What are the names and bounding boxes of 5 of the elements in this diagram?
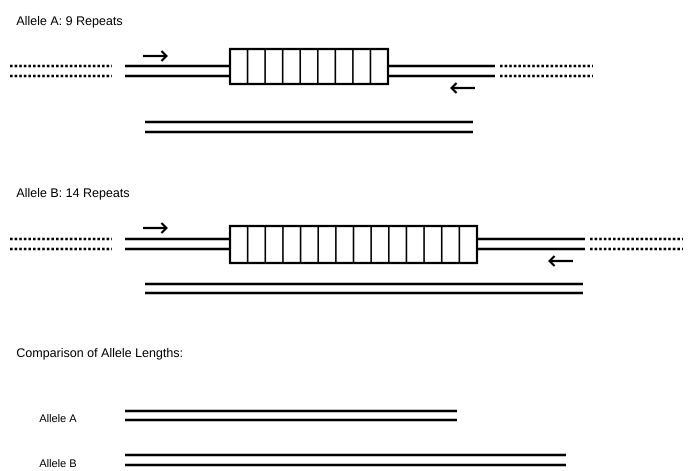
heading: Allele A: 9 Repeats (16, 16, 122, 28)
allele-label: Allele B (39, 459, 76, 468)
allele-label: Allele A (39, 414, 77, 422)
heading: Allele B: 14 Repeats (16, 188, 130, 200)
heading: Comparison of Allele Lengths: (16, 348, 182, 360)
